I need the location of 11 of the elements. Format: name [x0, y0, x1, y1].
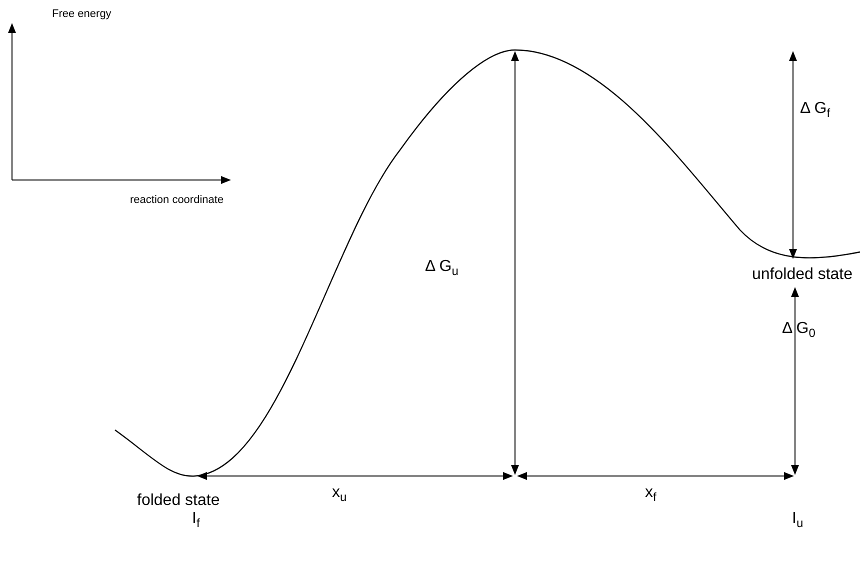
axis-label: Free energy — [52, 8, 112, 20]
distance-label: x$_{f}$ — [645, 484, 656, 504]
state-symbol: I$_{u}$ — [792, 510, 804, 530]
energy-label: Δ G$_{0}$ — [782, 320, 816, 340]
state-label: unfolded state — [752, 266, 853, 284]
state-symbol: I$_{f}$ — [192, 510, 200, 530]
energy-label: Δ G$_{u}$ — [425, 258, 458, 278]
state-label: folded state — [137, 492, 220, 510]
energy-label: Δ G$_{f}$ — [800, 100, 830, 120]
axis-label: reaction coordinate — [130, 194, 224, 206]
distance-label: x$_{u}$ — [332, 484, 347, 504]
